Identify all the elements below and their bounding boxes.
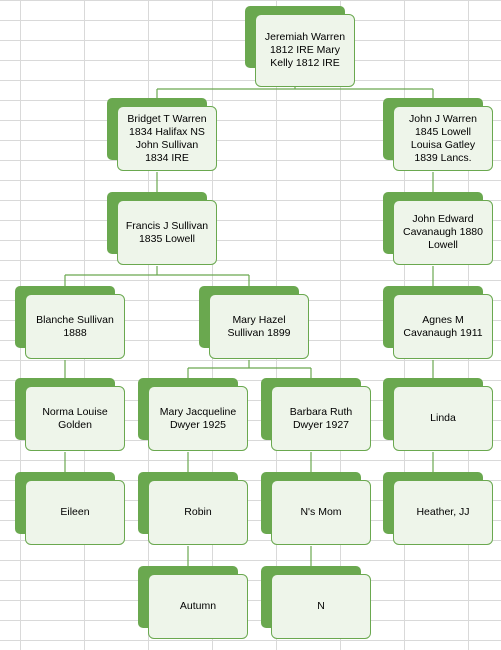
node-card: Bridget T Warren 1834 Halifax NS John Su…: [117, 106, 217, 171]
node-label: Blanche Sullivan 1888: [36, 313, 114, 339]
node-label: Heather, JJ: [416, 506, 470, 518]
node-label: John J Warren 1845 Lowell Louisa Gatley …: [409, 112, 477, 164]
node-label: Eileen: [60, 506, 90, 518]
node-card: John J Warren 1845 Lowell Louisa Gatley …: [393, 106, 493, 171]
node-label: Autumn: [179, 600, 217, 612]
node-card: Francis J Sullivan 1835 Lowell: [117, 200, 217, 265]
node-label: Francis J Sullivan 1835 Lowell: [125, 219, 209, 245]
node-label: Mary Jacqueline Dwyer 1925: [159, 405, 237, 431]
node-label: Linda: [430, 412, 456, 424]
node-card: Autumn: [148, 574, 248, 639]
node-card: Mary Hazel Sullivan 1899: [209, 294, 309, 359]
node-card: John Edward Cavanaugh 1880 Lowell: [393, 200, 493, 265]
node-label: John Edward Cavanaugh 1880 Lowell: [403, 213, 483, 251]
node-label: Barbara Ruth Dwyer 1927: [289, 405, 353, 431]
node-label: Jeremiah Warren 1812 IRE Mary Kelly 1812…: [264, 31, 346, 69]
node-card: Linda: [393, 386, 493, 451]
node-card: Blanche Sullivan 1888: [25, 294, 125, 359]
node-label: Agnes M Cavanaugh 1911: [403, 313, 483, 339]
node-label: Mary Hazel Sullivan 1899: [227, 313, 291, 339]
node-card: Eileen: [25, 480, 125, 545]
node-card: Agnes M Cavanaugh 1911: [393, 294, 493, 359]
node-card: Heather, JJ: [393, 480, 493, 545]
node-label: Robin: [184, 506, 212, 518]
node-card: N: [271, 574, 371, 639]
node-card: Mary Jacqueline Dwyer 1925: [148, 386, 248, 451]
node-label: Norma Louise Golden: [42, 405, 108, 431]
node-card: Jeremiah Warren 1812 IRE Mary Kelly 1812…: [255, 14, 355, 87]
node-card: Robin: [148, 480, 248, 545]
node-card: Norma Louise Golden: [25, 386, 125, 451]
node-card: Barbara Ruth Dwyer 1927: [271, 386, 371, 451]
node-label: N's Mom: [300, 506, 342, 518]
node-card: N's Mom: [271, 480, 371, 545]
node-label: N: [317, 600, 325, 612]
node-label: Bridget T Warren 1834 Halifax NS John Su…: [127, 112, 207, 164]
